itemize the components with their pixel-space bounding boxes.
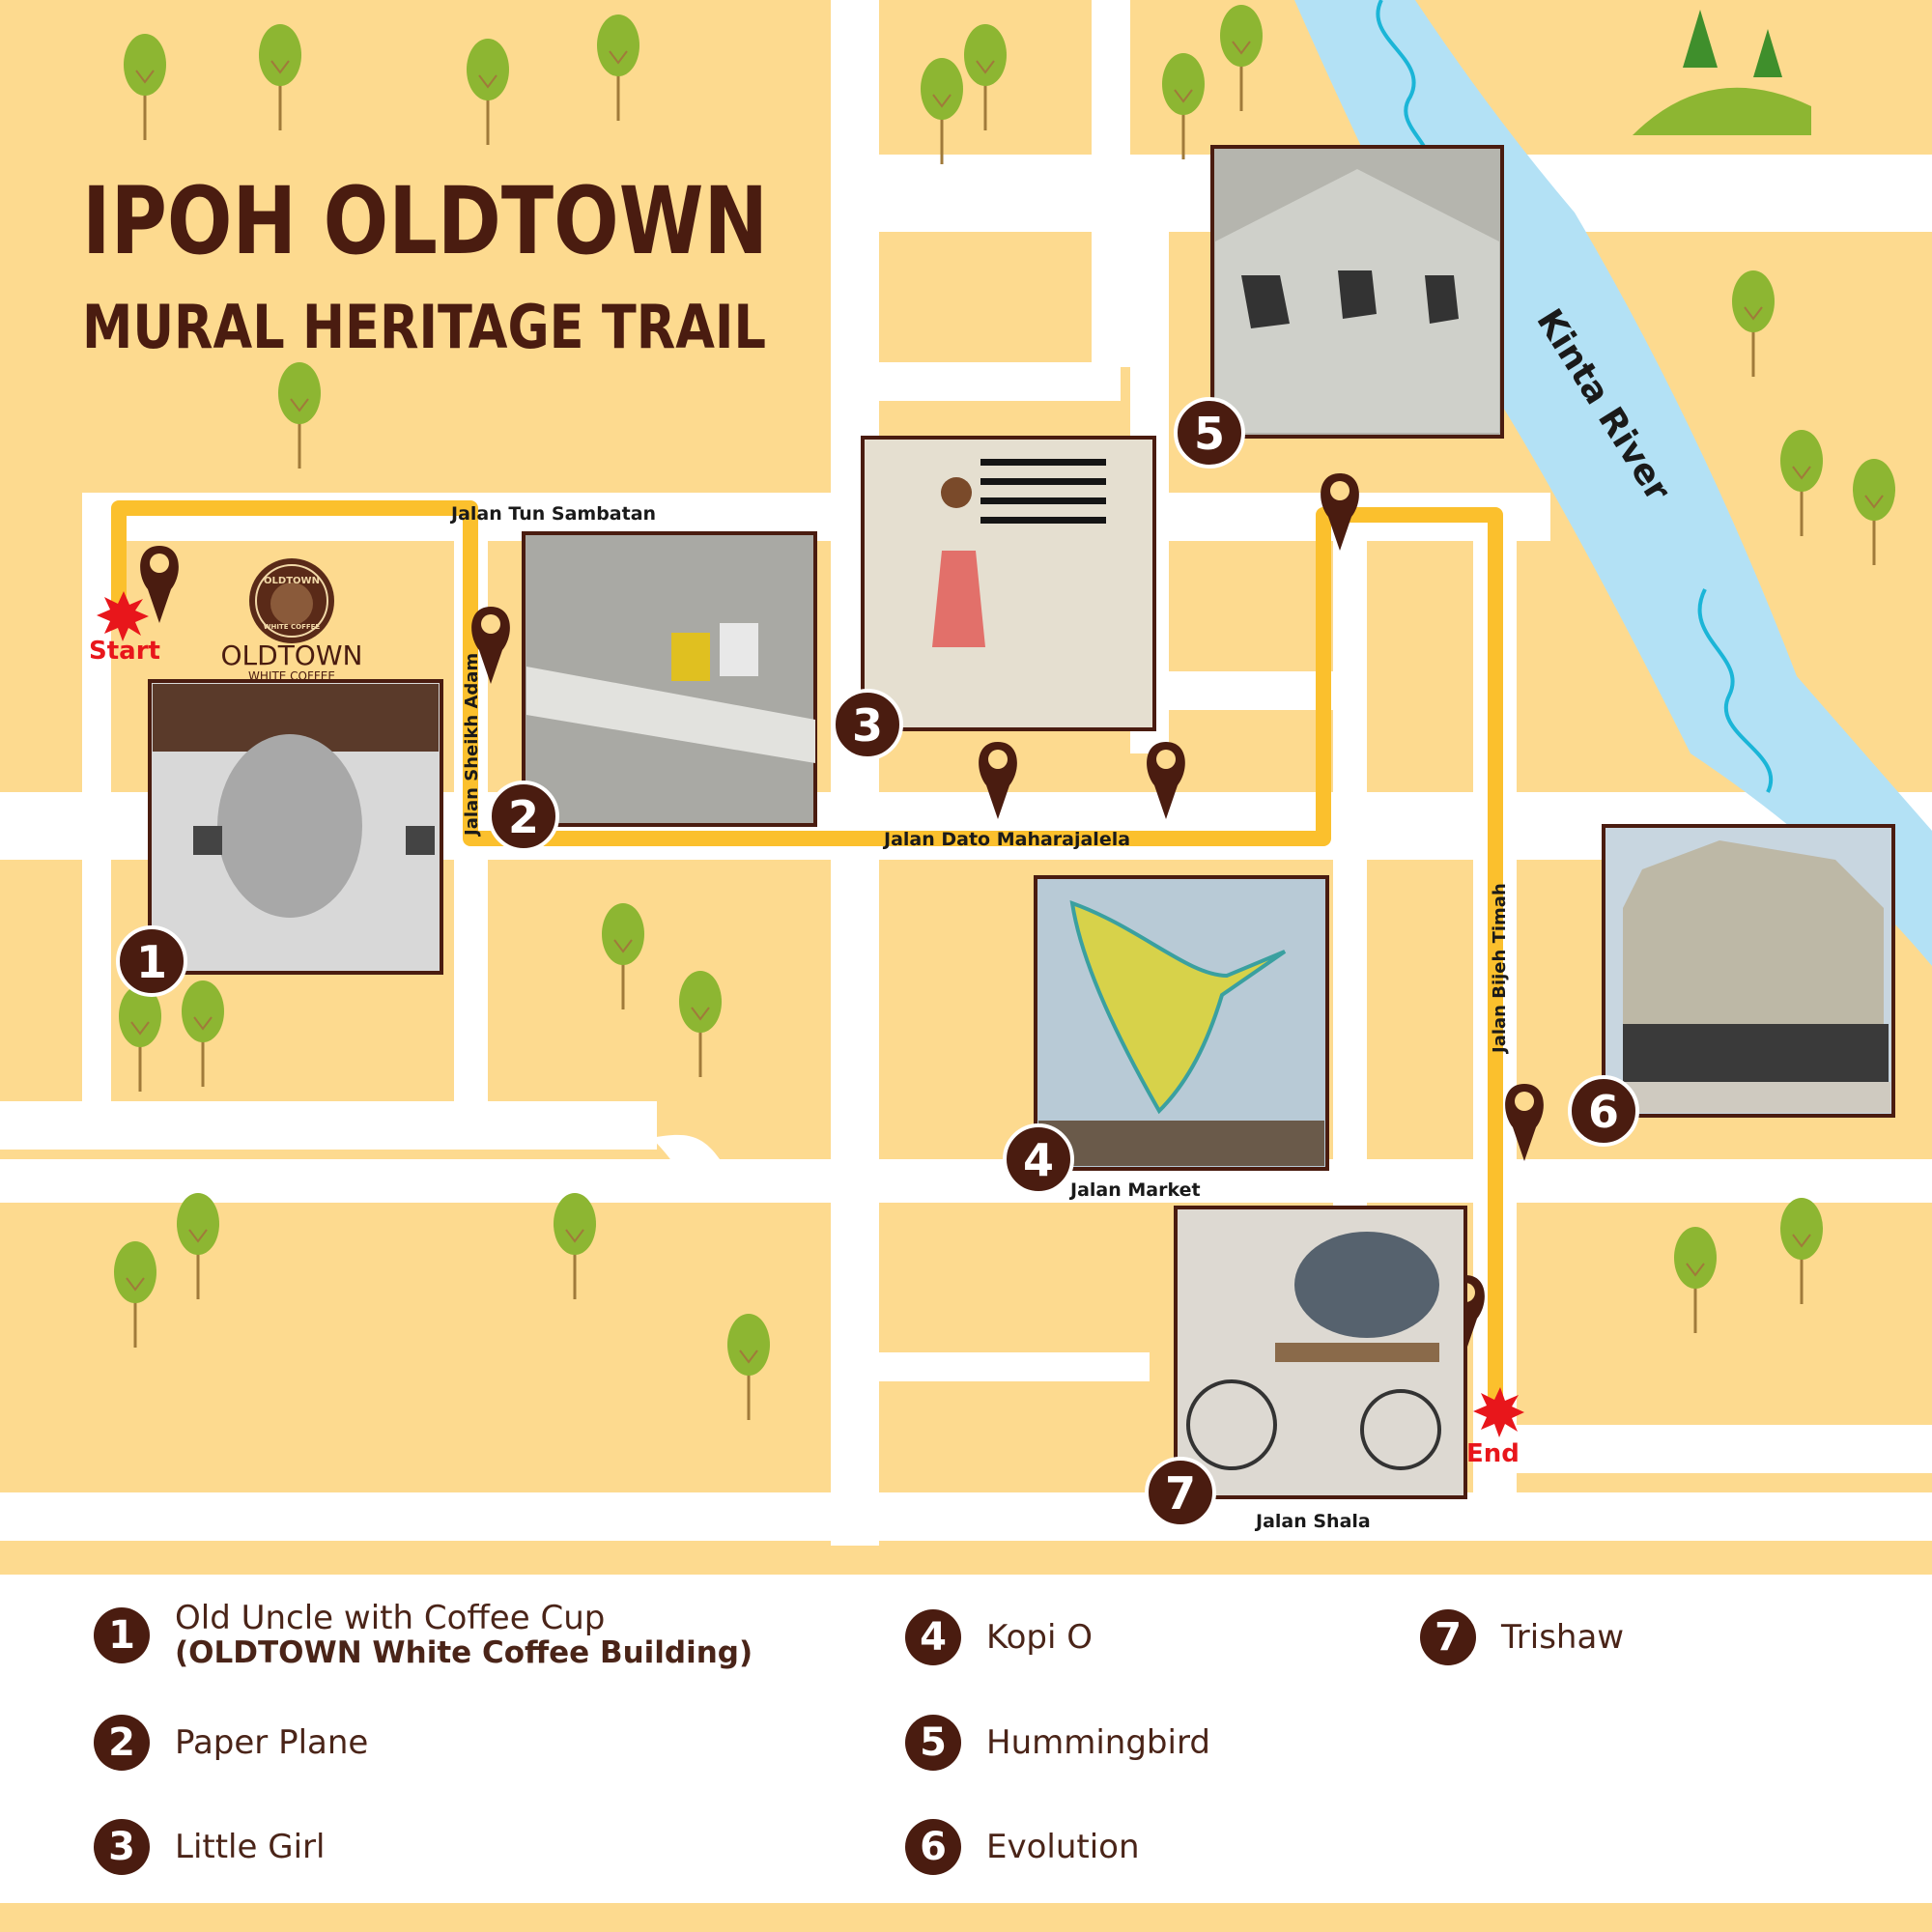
- street-label-shala: Jalan Shala: [1254, 1511, 1371, 1532]
- oldtown-logo: OLDTOWN WHITE COFFEE OLDTOWN WHITE COFFE…: [221, 558, 363, 683]
- mural-photo-7[interactable]: [1174, 1206, 1467, 1499]
- street-label-dato-maharajalela: Jalan Dato Maharajalela: [882, 829, 1130, 850]
- legend-label: Hummingbird: [986, 1723, 1210, 1762]
- legend-item-5[interactable]: 5 Hummingbird: [905, 1715, 1210, 1771]
- legend-item-2[interactable]: 2 Paper Plane: [94, 1715, 368, 1771]
- legend-badge: 7: [1420, 1609, 1476, 1665]
- svg-text:7: 7: [1165, 1467, 1196, 1520]
- svg-text:3: 3: [852, 699, 883, 752]
- pine-tree: [1753, 29, 1782, 77]
- legend-badge: 1: [94, 1607, 150, 1663]
- street-label-bijeh-timah: Jalan Bijeh Timah: [1490, 883, 1510, 1055]
- page-subtitle: MURAL HERITAGE TRAIL: [82, 292, 766, 362]
- svg-text:1: 1: [136, 936, 167, 988]
- legend-badge: 6: [905, 1819, 961, 1875]
- legend-item-7[interactable]: 7 Trishaw: [1420, 1609, 1624, 1665]
- legend-item-3[interactable]: 3 Little Girl: [94, 1819, 325, 1875]
- photo-number-badges: 1 2 3 4 5 6 7: [116, 397, 1639, 1528]
- legend-label: Paper Plane: [175, 1723, 369, 1762]
- legend-subtitle: (OLDTOWN White Coffee Building): [175, 1635, 753, 1670]
- legend-badge: 2: [94, 1715, 150, 1771]
- photo-badge-1[interactable]: 1: [116, 925, 187, 997]
- logo-badge-top: OLDTOWN: [264, 576, 320, 586]
- legend-label: Evolution: [986, 1828, 1140, 1866]
- photo-badge-7[interactable]: 7: [1145, 1457, 1216, 1528]
- svg-text:6: 6: [1588, 1086, 1619, 1138]
- hill: [1633, 87, 1811, 135]
- street-label-tun-sambatan: Jalan Tun Sambatan: [449, 503, 656, 525]
- road: [0, 1492, 1932, 1541]
- street-label-sheikh-adam: Jalan Sheikh Adam: [462, 653, 482, 838]
- photo-badge-3[interactable]: 3: [832, 689, 903, 760]
- road: [831, 362, 1121, 401]
- end-burst-icon: [1473, 1387, 1524, 1437]
- road: [831, 0, 879, 1546]
- page-title: IPOH OLDTOWN: [82, 167, 768, 275]
- photo-badge-4[interactable]: 4: [1003, 1123, 1074, 1195]
- svg-text:2: 2: [508, 791, 539, 843]
- legend-badge: 5: [905, 1715, 961, 1771]
- legend-badge: 4: [905, 1609, 961, 1665]
- start-label: Start: [89, 637, 160, 666]
- legend-label: Trishaw: [1501, 1618, 1625, 1657]
- end-marker[interactable]: End: [1466, 1387, 1524, 1468]
- pine-tree: [1683, 10, 1718, 68]
- photo-badge-2[interactable]: 2: [488, 781, 559, 852]
- svg-text:5: 5: [1194, 408, 1225, 460]
- street-label-market: Jalan Market: [1068, 1179, 1201, 1201]
- legend-panel: [0, 1575, 1932, 1903]
- mural-photo-1[interactable]: [148, 679, 443, 975]
- river-ripple: [1697, 588, 1774, 793]
- mural-photo-6[interactable]: [1602, 824, 1895, 1118]
- legend-label: Little Girl: [175, 1828, 326, 1866]
- road: [831, 1352, 1150, 1381]
- start-burst-icon: [97, 591, 149, 641]
- road: [1512, 1425, 1932, 1473]
- mural-photo-4[interactable]: [1034, 875, 1329, 1171]
- legend-label: Kopi O: [986, 1618, 1094, 1657]
- legend-name: Old Uncle with Coffee Cup: [175, 1599, 606, 1637]
- logo-name: OLDTOWN: [221, 639, 363, 671]
- mural-photo-3[interactable]: [861, 436, 1156, 731]
- legend-badge: 3: [94, 1819, 150, 1875]
- photo-badge-5[interactable]: 5: [1174, 397, 1245, 469]
- legend-label: Old Uncle with Coffee Cup (OLDTOWN White…: [175, 1601, 753, 1670]
- trail-route: [111, 500, 1503, 1415]
- legend-item-1[interactable]: 1 Old Uncle with Coffee Cup (OLDTOWN Whi…: [94, 1601, 753, 1670]
- legend-item-6[interactable]: 6 Evolution: [905, 1819, 1140, 1875]
- legend-item-4[interactable]: 4 Kopi O: [905, 1609, 1093, 1665]
- mural-photo-5[interactable]: [1210, 145, 1504, 439]
- logo-badge-bottom: WHITE COFFEE: [264, 623, 321, 631]
- end-label: End: [1466, 1439, 1520, 1468]
- road: [0, 1159, 1932, 1203]
- photo-badge-6[interactable]: 6: [1568, 1075, 1639, 1147]
- start-marker[interactable]: Start: [89, 591, 160, 666]
- svg-text:4: 4: [1023, 1134, 1054, 1186]
- mural-photo-2[interactable]: [522, 531, 817, 827]
